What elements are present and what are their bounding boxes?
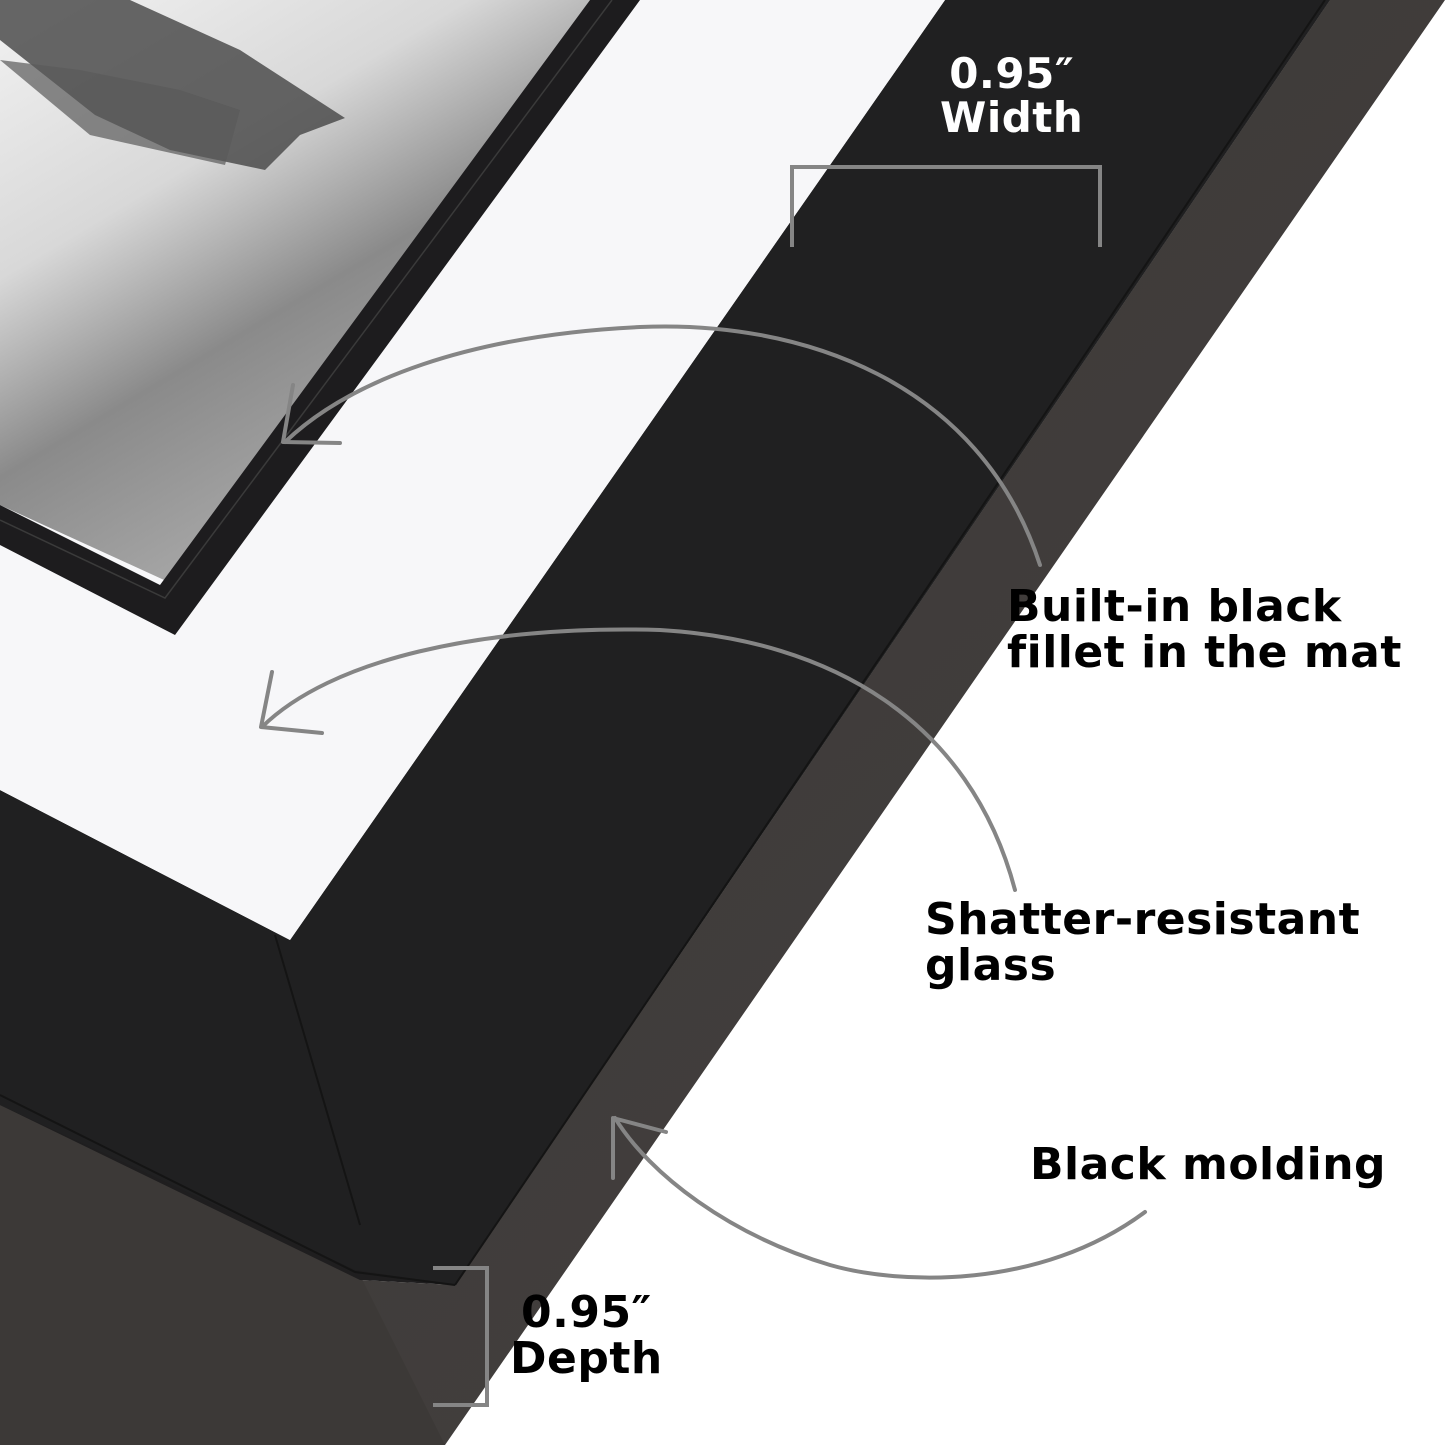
- glass-arrow-icon: [260, 627, 1017, 892]
- boat: [0, 0, 345, 170]
- fillet-label: Built-in black fillet in the mat: [1007, 581, 1402, 679]
- depth-label: 0.95″ Depth: [510, 1287, 663, 1385]
- molding-label: Black molding: [1030, 1139, 1387, 1190]
- width-caption: Width: [940, 93, 1084, 143]
- fillet-arrow-icon: [283, 324, 1042, 567]
- fillet-line-2: fillet in the mat: [1007, 627, 1402, 679]
- width-bracket-icon: [790, 165, 1102, 247]
- glass-label: Shatter-resistant glass: [925, 894, 1361, 992]
- glass-line-2: glass: [925, 940, 1057, 992]
- fillet: [0, 0, 640, 635]
- molding-face-inner: [0, 0, 1330, 1285]
- width-value: 0.95″: [949, 49, 1075, 98]
- glass-line-1: Shatter-resistant: [925, 894, 1361, 945]
- molding-line-1: Black molding: [1030, 1139, 1387, 1190]
- width-label: 0.95″ Width: [940, 49, 1084, 143]
- molding-side-bottom: [0, 1100, 445, 1445]
- fillet-line-1: Built-in black: [1007, 581, 1342, 632]
- depth-caption: Depth: [510, 1333, 663, 1385]
- depth-value: 0.95″: [521, 1287, 652, 1338]
- depth-bracket-icon: [433, 1266, 489, 1407]
- molding-arrow-icon: [613, 1116, 1147, 1280]
